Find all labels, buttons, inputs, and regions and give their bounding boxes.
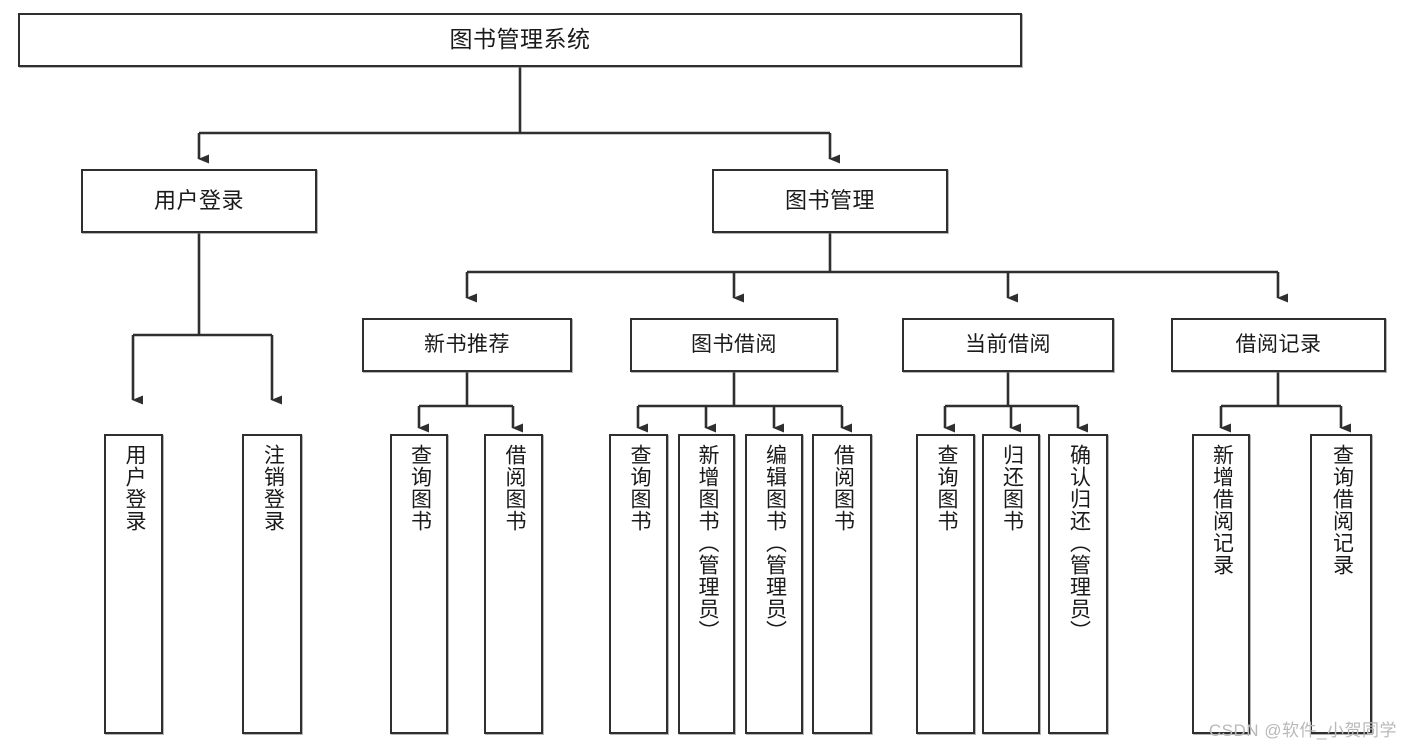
leaf-query-borrow-record[interactable]: 查询借阅记录 — [1310, 434, 1372, 734]
node-label: 借阅图书 — [502, 444, 526, 532]
node-label: 当前借阅 — [965, 332, 1051, 356]
node-root-system[interactable]: 图书管理系统 — [18, 13, 1022, 67]
leaf-query-book-borrow[interactable]: 查询图书 — [609, 434, 668, 734]
leaf-confirm-return-admin[interactable]: 确认归还（管理员） — [1048, 434, 1108, 734]
node-label: 借阅图书 — [831, 444, 855, 532]
leaf-add-book-admin[interactable]: 新增图书（管理员） — [678, 434, 735, 734]
leaf-borrow-book-recommend[interactable]: 借阅图书 — [484, 434, 543, 734]
node-label: 查询图书 — [408, 444, 432, 532]
node-borrow-record[interactable]: 借阅记录 — [1171, 318, 1386, 372]
node-label: 查询图书 — [934, 444, 958, 532]
node-current-borrow[interactable]: 当前借阅 — [902, 318, 1114, 372]
node-label: 查询借阅记录 — [1330, 444, 1354, 576]
node-book-borrow[interactable]: 图书借阅 — [630, 318, 838, 372]
node-label: 新书推荐 — [424, 332, 510, 356]
leaf-query-book-recommend[interactable]: 查询图书 — [390, 434, 448, 734]
leaf-borrow-book[interactable]: 借阅图书 — [812, 434, 872, 734]
node-label: 编辑图书（管理员） — [763, 444, 787, 642]
node-book-management[interactable]: 图书管理 — [712, 169, 948, 233]
node-label: 图书管理 — [784, 188, 875, 214]
leaf-return-book[interactable]: 归还图书 — [982, 434, 1040, 734]
node-label: 图书管理系统 — [449, 26, 591, 53]
node-label: 用户登录 — [153, 188, 244, 214]
node-label: 图书借阅 — [691, 332, 777, 356]
leaf-query-book-current[interactable]: 查询图书 — [916, 434, 975, 734]
node-user-login[interactable]: 用户登录 — [81, 169, 317, 233]
node-label: 查询图书 — [627, 444, 651, 532]
node-label: 确认归还（管理员） — [1067, 444, 1091, 642]
watermark-text: CSDN @软件_小贺同学 — [1208, 721, 1397, 740]
node-label: 注销登录 — [261, 444, 285, 532]
leaf-logout[interactable]: 注销登录 — [242, 434, 302, 734]
node-new-book-recommend[interactable]: 新书推荐 — [362, 318, 572, 372]
node-label: 借阅记录 — [1235, 332, 1322, 356]
node-label: 用户登录 — [122, 444, 146, 532]
leaf-edit-book-admin[interactable]: 编辑图书（管理员） — [745, 434, 803, 734]
node-label: 新增图书（管理员） — [695, 444, 719, 642]
node-label: 归还图书 — [1000, 444, 1024, 532]
leaf-user-login[interactable]: 用户登录 — [104, 434, 163, 734]
leaf-add-borrow-record[interactable]: 新增借阅记录 — [1192, 434, 1250, 734]
node-label: 新增借阅记录 — [1210, 444, 1234, 576]
